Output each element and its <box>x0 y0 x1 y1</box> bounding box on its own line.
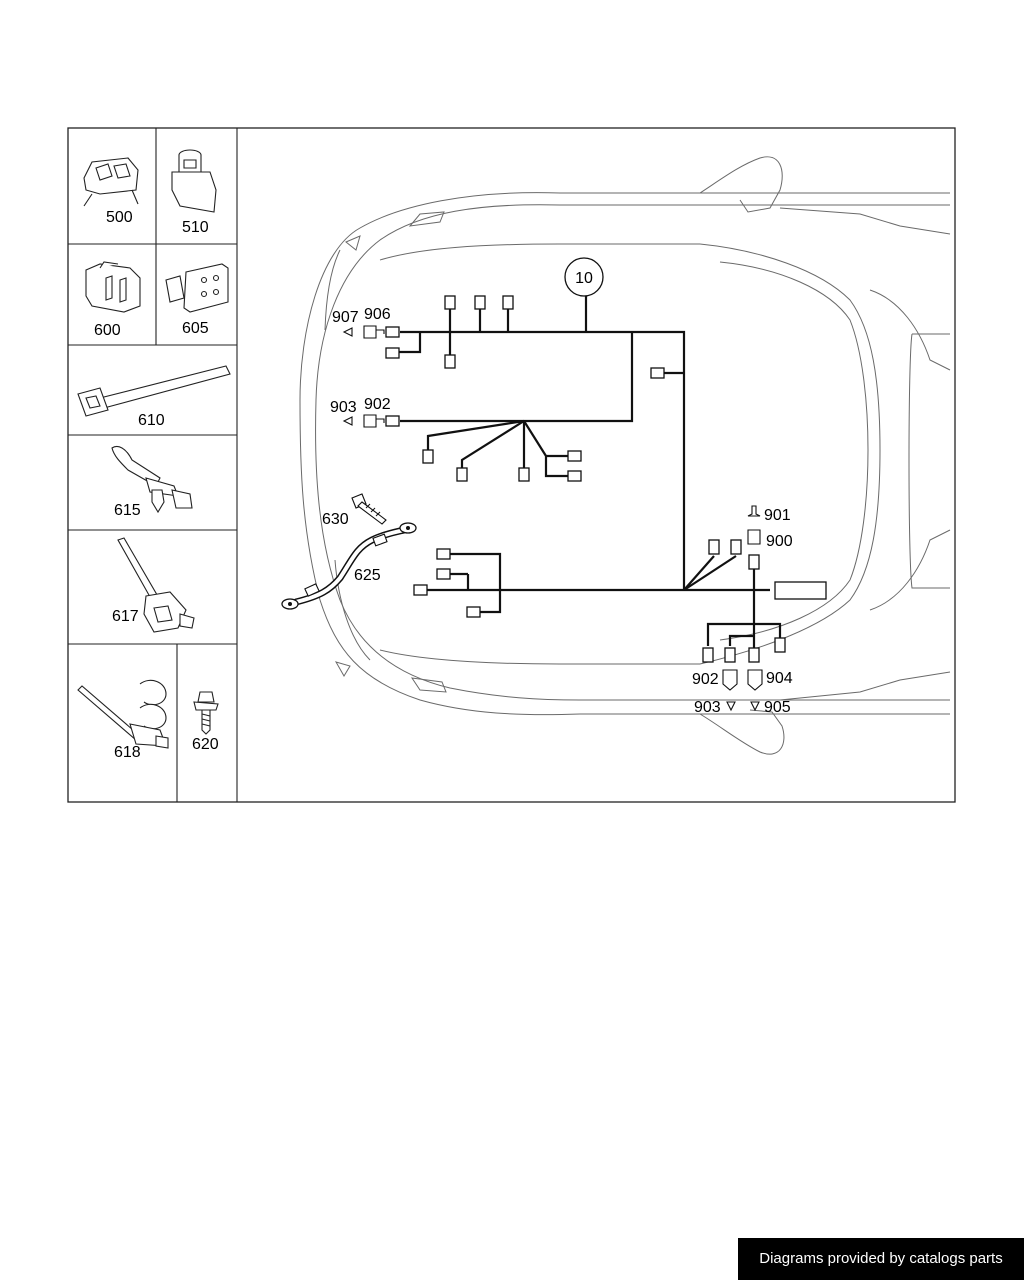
wiring-harness <box>398 296 782 650</box>
connector-902-rear-label: 902 <box>692 671 719 688</box>
tie-clip-617-icon <box>117 537 195 633</box>
tie-clip-618-icon <box>77 679 169 749</box>
part-510-label: 510 <box>182 219 209 236</box>
connector-900-label: 900 <box>766 533 793 550</box>
part-610-label: 610 <box>138 412 165 429</box>
diagram-frame <box>67 127 956 803</box>
part-615-label: 615 <box>114 502 141 519</box>
bracket-605-icon <box>165 263 229 313</box>
connector-907-label: 907 <box>332 309 359 326</box>
holder-600-icon <box>85 261 141 313</box>
part-625-label: 625 <box>354 567 381 584</box>
harness-connectors <box>385 295 827 663</box>
clip-500-icon <box>83 157 139 207</box>
tie-clip-615-icon <box>111 445 193 514</box>
connector-903-label: 903 <box>330 399 357 416</box>
connector-901-label: 901 <box>764 507 791 524</box>
connector-902-label: 902 <box>364 396 391 413</box>
callout-circle <box>564 257 604 297</box>
battery-cable-625-icon <box>281 522 417 610</box>
cable-tie-610-icon <box>77 365 231 417</box>
connector-906-label: 906 <box>364 306 391 323</box>
part-620-label: 620 <box>192 736 219 753</box>
connector-905-label: 905 <box>764 699 791 716</box>
part-617-label: 617 <box>112 608 139 625</box>
connector-903-rear-label: 903 <box>694 699 721 716</box>
callout-label: 10 <box>575 270 593 287</box>
part-618-label: 618 <box>114 744 141 761</box>
vehicle-outline <box>299 156 951 755</box>
connector-904-label: 904 <box>766 670 793 687</box>
parts-grid <box>68 128 238 802</box>
part-605-label: 605 <box>182 320 209 337</box>
footer-credit: Diagrams provided by catalogs parts <box>738 1238 1024 1280</box>
grommet-510-icon <box>171 149 217 213</box>
part-630-label: 630 <box>322 511 349 528</box>
bolt-630-icon <box>351 493 387 525</box>
bolt-620-icon <box>193 691 219 735</box>
connector-symbols <box>342 325 763 712</box>
part-600-label: 600 <box>94 322 121 339</box>
part-500-label: 500 <box>106 209 133 226</box>
